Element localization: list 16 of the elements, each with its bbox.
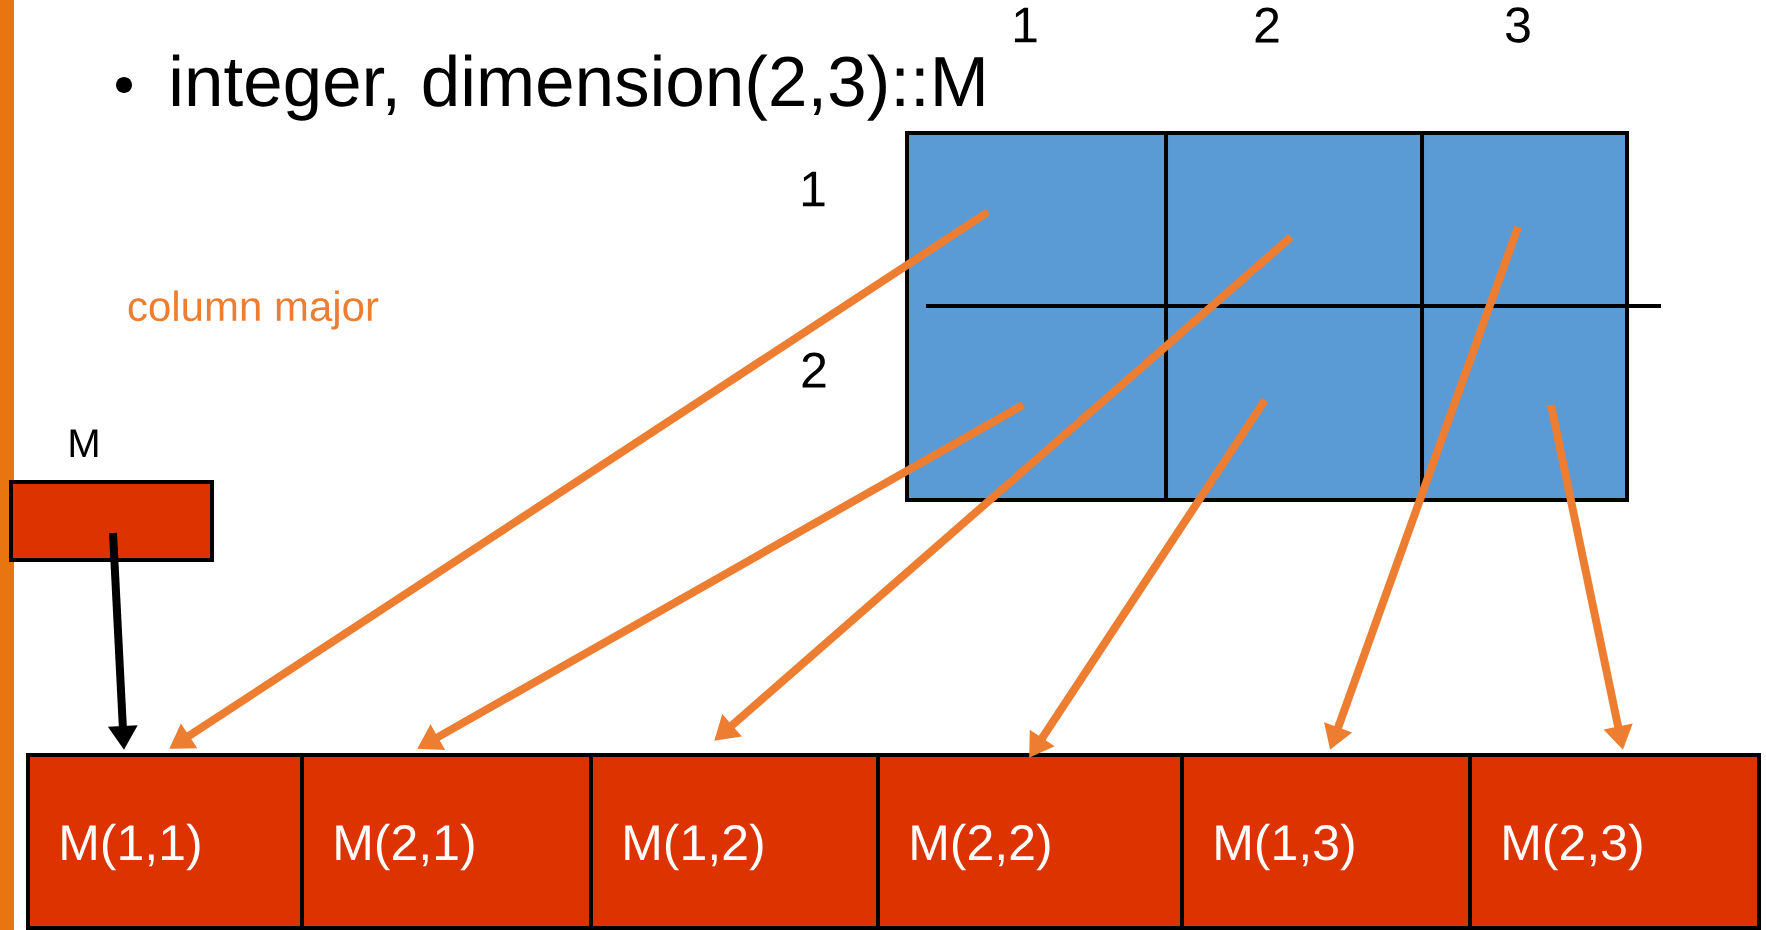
title: integer, dimension(2,3)::M	[172, 54, 984, 121]
array-cell: M(2,2)	[876, 753, 1184, 930]
array-cell: M(1,3)	[1180, 753, 1472, 930]
array-cell: M(1,2)	[589, 753, 880, 930]
array-cell: M(1,1)	[26, 753, 304, 930]
column-index: 3	[1506, 7, 1530, 43]
column-index: 1	[1014, 7, 1037, 43]
annotation: column major	[128, 290, 379, 330]
array-cell: M(2,3)	[1468, 753, 1761, 930]
column-index: 2	[1255, 7, 1279, 43]
array-cell: M(2,1)	[300, 753, 593, 930]
row-index: 1	[802, 171, 825, 207]
row-index: 2	[802, 352, 826, 388]
node-label: M	[70, 429, 98, 457]
matrix-grid	[905, 131, 1629, 502]
pointer-box: M	[9, 429, 214, 562]
